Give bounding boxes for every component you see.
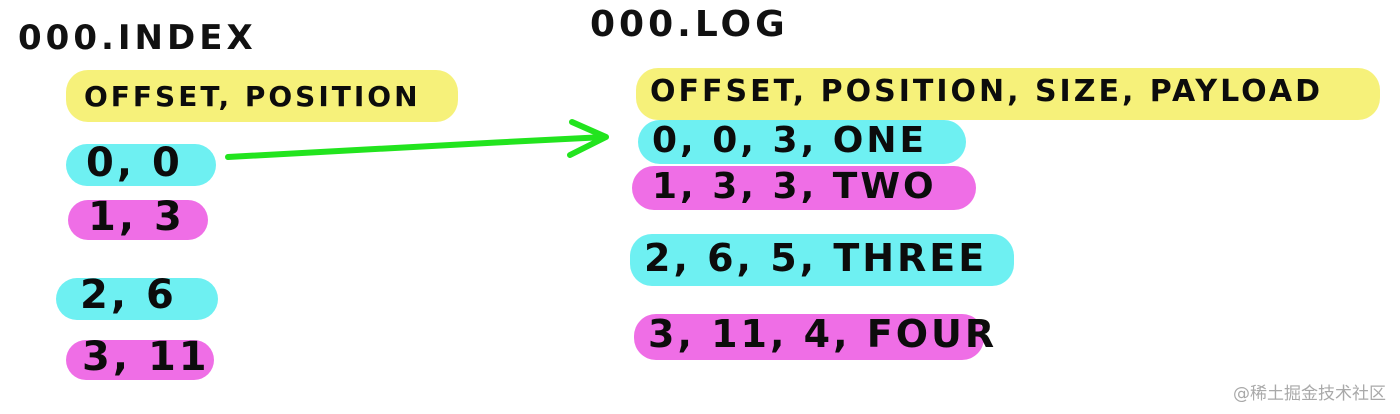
index-header: OFFSET, POSITION — [84, 80, 421, 113]
log-file-title: 000.LOG — [590, 4, 789, 45]
index-row-1-highlight — [68, 200, 208, 240]
log-row-1: 1, 3, 3, TWO — [652, 166, 937, 207]
log-row-2: 2, 6, 5, THREE — [644, 236, 988, 280]
log-row-0-highlight — [638, 120, 966, 164]
index-header-highlight — [66, 70, 458, 122]
log-header-highlight — [636, 68, 1380, 120]
index-row-0: 0, 0 — [86, 140, 183, 186]
index-row-3-highlight — [66, 340, 214, 380]
arrow-shaft — [225, 134, 608, 160]
log-row-0: 0, 0, 3, ONE — [652, 120, 928, 161]
log-header: OFFSET, POSITION, SIZE, PAYLOAD — [650, 74, 1323, 109]
index-row-0-highlight — [66, 144, 216, 186]
log-row-1-highlight — [632, 166, 976, 210]
log-row-2-highlight — [630, 234, 1014, 286]
index-row-3: 3, 11 — [82, 334, 210, 380]
log-row-3-highlight — [634, 314, 984, 360]
log-row-3: 3, 11, 4, FOUR — [648, 312, 998, 356]
watermark: @稀土掘金技术社区 — [1233, 384, 1386, 404]
arrow-head — [567, 119, 609, 158]
index-row-2-highlight — [56, 278, 218, 320]
index-row-2: 2, 6 — [80, 272, 177, 318]
index-row-1: 1, 3 — [88, 194, 185, 240]
index-file-title: 000.INDEX — [18, 18, 257, 58]
